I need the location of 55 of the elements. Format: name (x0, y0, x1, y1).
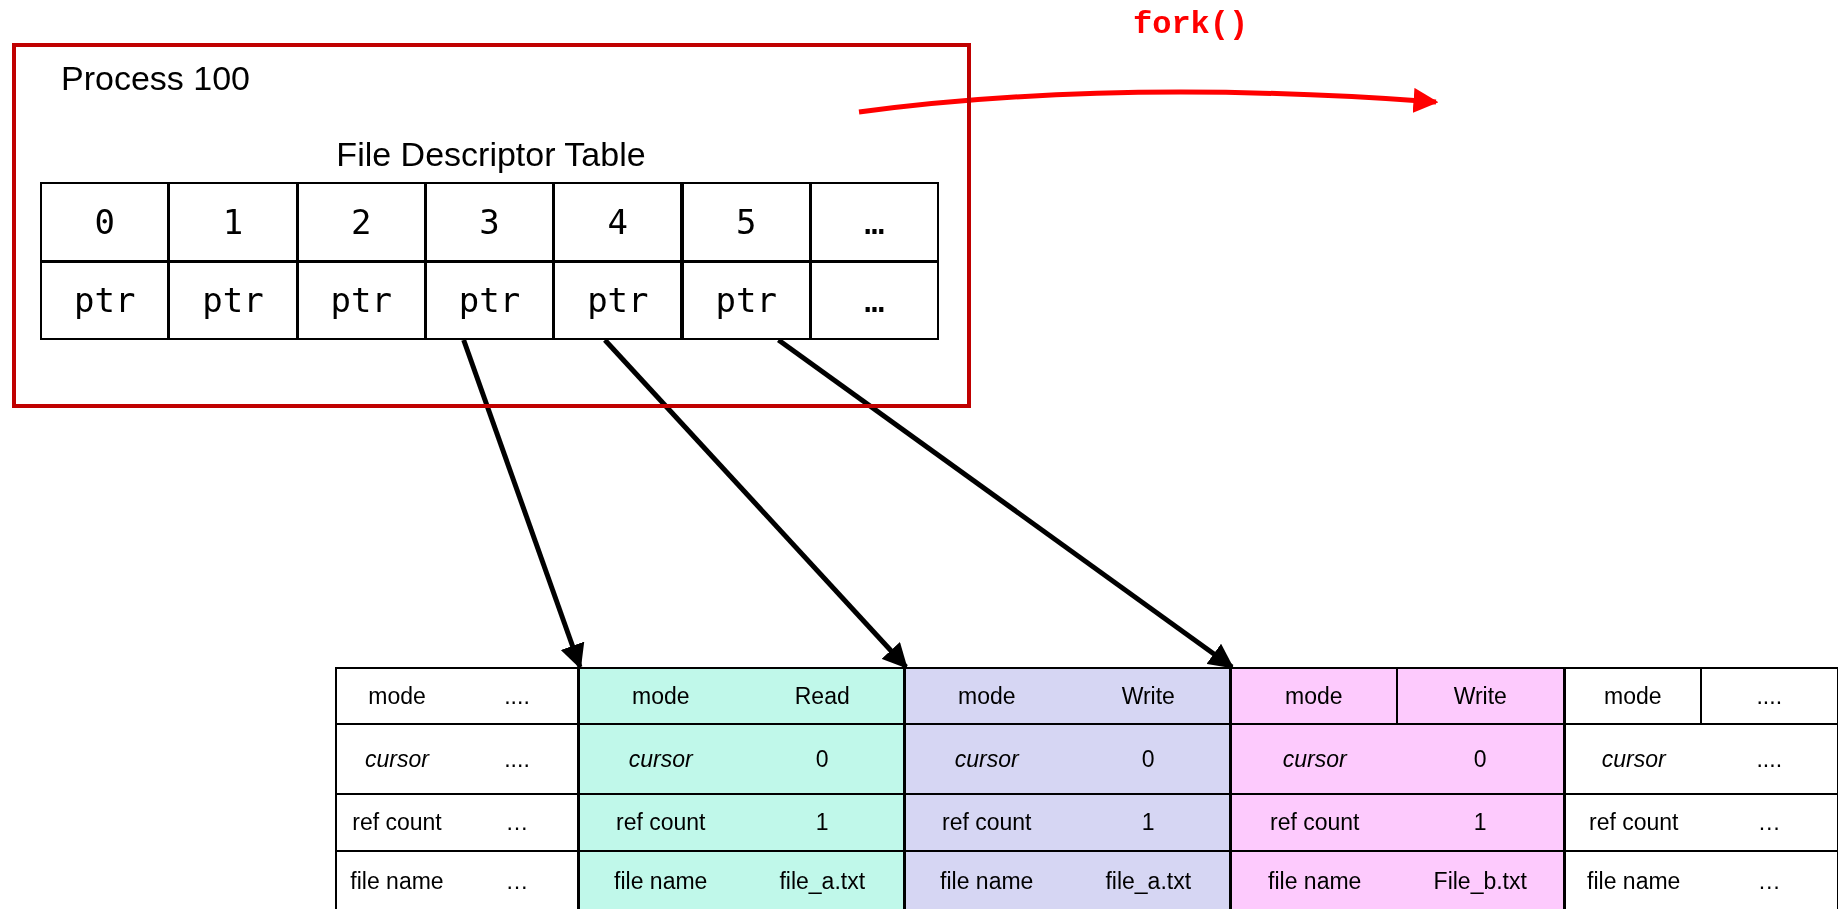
table-cell: ptr (553, 260, 683, 340)
table-cell-text: mode (906, 669, 1068, 725)
table-cell: 4 (553, 182, 683, 262)
table-cell-text: file name (349, 867, 445, 896)
arrow (777, 337, 1235, 670)
table-cell-text: cursor (1566, 725, 1702, 795)
process-title: Process 100 (61, 59, 250, 98)
table-cell-text: cursor (906, 725, 1068, 795)
arrow (858, 88, 1439, 115)
table-cell: 1 (168, 182, 298, 262)
table-cell-text: … (1756, 867, 1782, 896)
table-cell: 5 (681, 182, 811, 262)
table-cell-text: file_a.txt (778, 867, 867, 896)
file-table-entry (1564, 667, 1838, 909)
table-cell-text: mode (580, 669, 742, 725)
table-cell: 3 (424, 182, 555, 262)
file-table-entry (1230, 667, 1565, 909)
table-cell-text: file name (1267, 867, 1363, 896)
table-cell-text: ref count (906, 795, 1068, 852)
table-cell-text: mode (337, 669, 457, 725)
table-cell-text: cursor (337, 725, 457, 795)
table-cell-text: file name (939, 867, 1035, 896)
table-cell-text: file name (613, 867, 709, 896)
file-table-entry (578, 667, 905, 909)
table-cell-text: … (1701, 795, 1837, 852)
table-cell: … (809, 260, 940, 340)
table-cell: ptr (168, 260, 298, 340)
arrow (461, 339, 585, 670)
table-cell-text: mode (1566, 669, 1702, 725)
table-cell-text: ref count (337, 795, 457, 852)
table-heading: File Descriptor Table (335, 135, 647, 174)
table-cell-text: ref count (1566, 795, 1702, 852)
table-cell-text: file name (1586, 867, 1682, 896)
table-cell-text: .... (1701, 725, 1837, 795)
table-cell-text: ref count (580, 795, 742, 852)
table-cell-text: mode (1232, 669, 1398, 725)
table-cell-text: ref count (1232, 795, 1398, 852)
table-cell-text: cursor (1232, 725, 1398, 795)
file-table-entry (904, 667, 1231, 909)
table-cell: ptr (40, 260, 170, 340)
table-cell: ptr (681, 260, 811, 340)
table-cell-text: … (504, 867, 530, 896)
table-cell: 0 (40, 182, 170, 262)
table-cell-text: File_b.txt (1432, 867, 1528, 896)
table-cell: 2 (296, 182, 426, 262)
arrow (603, 338, 908, 669)
table-cell: ptr (424, 260, 555, 340)
descriptor-table (41, 143, 941, 339)
table-cell: ptr (296, 260, 426, 340)
table-cell-text: file_a.txt (1104, 867, 1193, 896)
table-cell-text: .... (1701, 669, 1837, 725)
table-cell: … (809, 182, 940, 262)
file-table-entry (335, 667, 579, 909)
table-cell-text: cursor (580, 725, 742, 795)
process-box (12, 43, 971, 408)
